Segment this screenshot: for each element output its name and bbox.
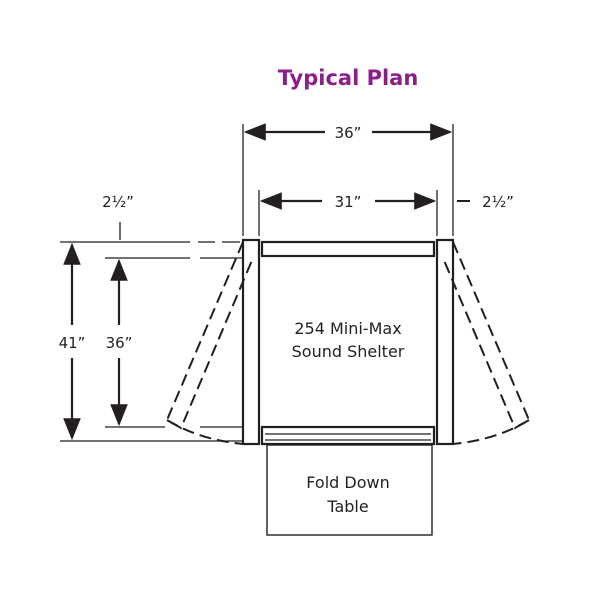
inner-depth-label: 36”: [106, 334, 133, 352]
overall-depth-label: 41”: [59, 334, 86, 352]
booth-outline: [241, 238, 455, 536]
left-panel-label: 2½”: [102, 193, 134, 211]
table-label-line2: Table: [326, 497, 368, 516]
booth-label-line1: 254 Mini-Max: [294, 319, 401, 338]
dimension-lines: [60, 123, 470, 442]
diagram-title: Typical Plan: [278, 66, 419, 90]
door-swing: [165, 241, 531, 445]
booth-label-line2: Sound Shelter: [292, 342, 405, 361]
table-label-line1: Fold Down: [306, 473, 389, 492]
overall-width-label: 36”: [335, 124, 362, 142]
inner-width-label: 31”: [335, 193, 362, 211]
right-panel-label: 2½”: [482, 193, 514, 211]
